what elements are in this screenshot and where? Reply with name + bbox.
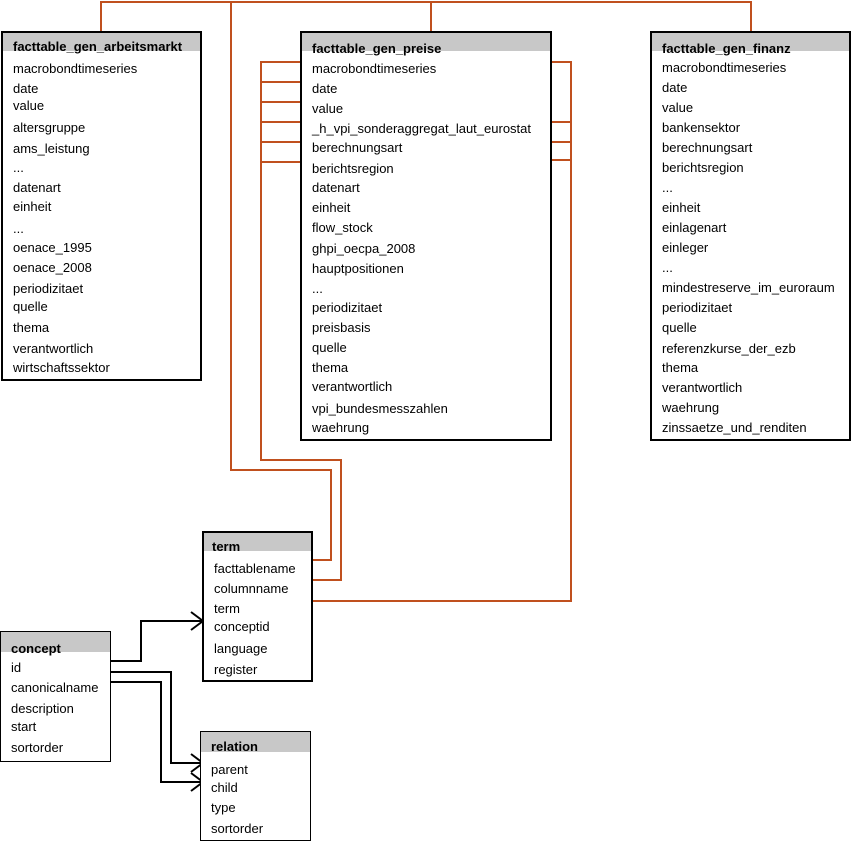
field: language	[214, 641, 268, 656]
table-header	[204, 533, 311, 551]
field: periodizitaet	[662, 300, 733, 315]
field: macrobondtimeseries	[13, 61, 138, 76]
top-bus-line	[100, 1, 752, 31]
fact-connectors	[100, 1, 752, 602]
field: quelle	[662, 320, 697, 335]
field: start	[11, 719, 37, 734]
field: value	[312, 101, 344, 116]
field: conceptid	[214, 619, 270, 634]
field: parent	[211, 762, 248, 777]
field: berichtsregion	[662, 160, 744, 175]
concept-term-link	[111, 620, 203, 662]
field: waehrung	[662, 400, 720, 415]
table-facttable-gen-finanz: facttable_gen_finanz macrobondtimeseries…	[650, 31, 851, 441]
field: zinssaetze_und_renditen	[662, 420, 807, 435]
field: thema	[13, 320, 50, 335]
field: register	[214, 662, 258, 677]
table-title: term	[212, 539, 241, 554]
field: macrobondtimeseries	[312, 61, 437, 76]
field: oenace_2008	[13, 260, 92, 275]
field: einleger	[662, 240, 709, 255]
relation-connectors	[111, 611, 205, 792]
table-header	[1, 632, 110, 652]
term-link	[311, 61, 572, 602]
field: mindestreserve_im_euroraum	[662, 280, 835, 295]
field: type	[211, 800, 236, 815]
field: verantwortlich	[13, 341, 94, 356]
concept-child-link	[111, 681, 203, 783]
table-header	[302, 33, 550, 51]
field: thema	[662, 360, 699, 375]
field: value	[662, 100, 694, 115]
field: periodizitaet	[13, 281, 84, 296]
field: preisbasis	[312, 320, 371, 335]
table-title: relation	[211, 739, 258, 754]
field: wirtschaftssektor	[13, 360, 110, 375]
field: sortorder	[11, 740, 64, 755]
field: quelle	[312, 340, 347, 355]
field: flow_stock	[312, 220, 373, 235]
table-header	[3, 33, 200, 51]
field: berechnungsart	[312, 140, 403, 155]
field: einheit	[13, 199, 52, 214]
table-title: facttable_gen_preise	[312, 41, 442, 56]
table-term: term facttablename columnname term conce…	[202, 531, 313, 682]
field: berichtsregion	[312, 161, 394, 176]
field: ghpi_oecpa_2008	[312, 241, 416, 256]
field: canonicalname	[11, 680, 99, 695]
field: value	[13, 98, 45, 113]
field: columnname	[214, 581, 289, 596]
table-facttable-gen-preise: facttable_gen_preise macrobondtimeseries…	[300, 31, 552, 441]
field: verantwortlich	[312, 379, 393, 394]
field: einheit	[662, 200, 701, 215]
field: datenart	[13, 180, 61, 195]
field: date	[312, 81, 338, 96]
field: verantwortlich	[662, 380, 743, 395]
field: _h_vpi_sonderaggregat_laut_eurostat	[312, 121, 532, 136]
table-title: concept	[11, 641, 61, 656]
field: altersgruppe	[13, 120, 86, 135]
table-title: facttable_gen_finanz	[662, 41, 791, 56]
field: facttablename	[214, 561, 296, 576]
field: ...	[662, 260, 673, 275]
table-header	[652, 33, 849, 51]
field: date	[13, 81, 39, 96]
field: ...	[662, 180, 673, 195]
table-concept: concept id canonicalname description sta…	[0, 631, 111, 762]
field: sortorder	[211, 821, 264, 836]
field: ...	[13, 160, 24, 175]
field: child	[211, 780, 238, 795]
field: datenart	[312, 180, 360, 195]
field: ams_leistung	[13, 141, 90, 156]
columnname-link	[260, 61, 342, 581]
table-facttable-gen-arbeitsmarkt: facttable_gen_arbeitsmarkt macrobondtime…	[1, 31, 202, 381]
field: berechnungsart	[662, 140, 753, 155]
field: ...	[312, 281, 323, 296]
field: referenzkurse_der_ezb	[662, 341, 796, 356]
field: hauptpositionen	[312, 261, 404, 276]
facttablename-link	[230, 2, 332, 561]
field: ...	[13, 221, 24, 236]
field: vpi_bundesmesszahlen	[312, 401, 448, 416]
field: date	[662, 80, 688, 95]
field: oenace_1995	[13, 240, 92, 255]
field: macrobondtimeseries	[662, 60, 787, 75]
field: einlagenart	[662, 220, 727, 235]
table-title: facttable_gen_arbeitsmarkt	[13, 39, 183, 54]
table-header	[201, 732, 310, 752]
field: bankensektor	[662, 120, 741, 135]
field: id	[11, 660, 22, 675]
field: einheit	[312, 200, 351, 215]
table-relation: relation parent child type sortorder	[200, 731, 311, 841]
concept-parent-link	[111, 671, 203, 764]
field: description	[11, 701, 74, 716]
field: term	[214, 601, 240, 616]
field: periodizitaet	[312, 300, 383, 315]
field: thema	[312, 360, 349, 375]
field: waehrung	[312, 420, 370, 435]
field: quelle	[13, 299, 48, 314]
